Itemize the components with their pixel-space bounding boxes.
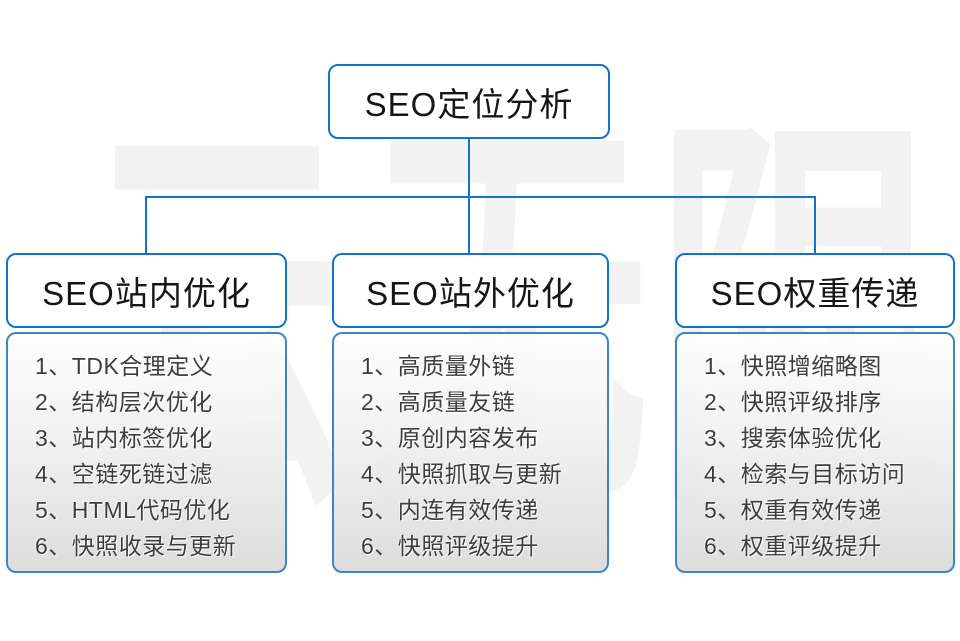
connector-drop-right — [814, 198, 816, 253]
branch-offsite-header: SEO站外优化 — [332, 253, 609, 328]
list-item: 1、TDK合理定义 — [35, 353, 214, 379]
list-item: 5、HTML代码优化 — [35, 497, 231, 523]
list-item: 3、原创内容发布 — [361, 425, 539, 451]
branch-onsite-header: SEO站内优化 — [6, 253, 287, 328]
list-item: 2、结构层次优化 — [35, 389, 213, 415]
list-item: 4、空链死链过滤 — [35, 461, 213, 487]
branch-weight-list: 1、快照增缩略图 2、快照评级排序 3、搜索体验优化 4、检索与目标访问 5、权… — [675, 332, 955, 573]
list-item: 5、内连有效传递 — [361, 497, 539, 523]
list-item: 6、快照收录与更新 — [35, 533, 237, 559]
list-item: 5、权重有效传递 — [704, 497, 882, 523]
connector-drop-left — [145, 198, 147, 253]
branch-offsite-title: SEO站外优化 — [366, 274, 575, 312]
list-item: 1、高质量外链 — [361, 353, 516, 379]
list-item: 2、快照评级排序 — [704, 389, 882, 415]
branch-onsite-title: SEO站内优化 — [42, 274, 251, 312]
connector-drop-middle — [468, 198, 470, 253]
list-item: 3、站内标签优化 — [35, 425, 213, 451]
branch-offsite-list: 1、高质量外链 2、高质量友链 3、原创内容发布 4、快照抓取与更新 5、内连有… — [332, 332, 609, 573]
list-item: 1、快照增缩略图 — [704, 353, 882, 379]
root-node-title: SEO定位分析 — [364, 85, 574, 123]
branch-onsite-list: 1、TDK合理定义 2、结构层次优化 3、站内标签优化 4、空链死链过滤 5、H… — [6, 332, 287, 573]
list-item: 6、权重评级提升 — [704, 533, 882, 559]
list-item: 2、高质量友链 — [361, 389, 516, 415]
list-item: 4、快照抓取与更新 — [361, 461, 563, 487]
connector-root-drop — [468, 139, 470, 198]
list-item: 6、快照评级提升 — [361, 533, 539, 559]
list-item: 3、搜索体验优化 — [704, 425, 882, 451]
list-item: 4、检索与目标访问 — [704, 461, 906, 487]
branch-weight-title: SEO权重传递 — [710, 274, 920, 312]
root-node: SEO定位分析 — [328, 64, 610, 139]
connector-cross-bar — [145, 196, 816, 198]
branch-weight-header: SEO权重传递 — [675, 253, 955, 328]
